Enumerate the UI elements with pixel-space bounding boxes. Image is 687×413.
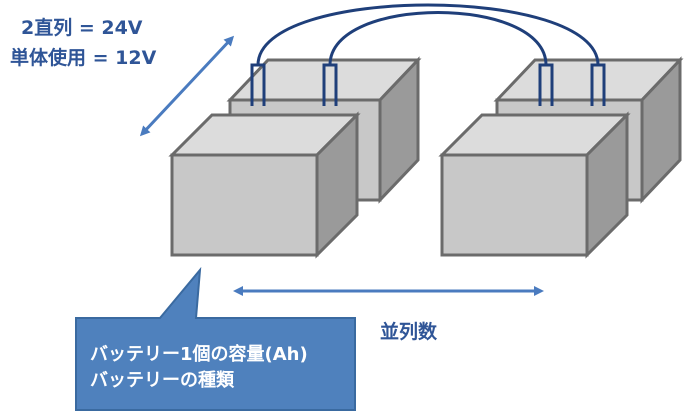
- cable-outer: [256, 3, 600, 66]
- cable-inner: [328, 11, 548, 66]
- series-arrow: [139, 35, 235, 137]
- battery-left-front: [168, 111, 361, 259]
- callout-type-text: バッテリーの種類: [90, 369, 235, 391]
- single-voltage-label: 単体使用 = 12V: [10, 46, 157, 69]
- parallel-count-label: 並列数: [380, 320, 438, 343]
- callout-shape: [75, 266, 356, 411]
- cables: [256, 3, 600, 66]
- battery-right-front: [438, 111, 631, 259]
- series-voltage-label: 2直列 = 24V: [21, 16, 143, 39]
- callout-capacity-text: バッテリー1個の容量(Ah): [90, 343, 308, 365]
- callout: バッテリー1個の容量(Ah) バッテリーの種類: [75, 266, 356, 411]
